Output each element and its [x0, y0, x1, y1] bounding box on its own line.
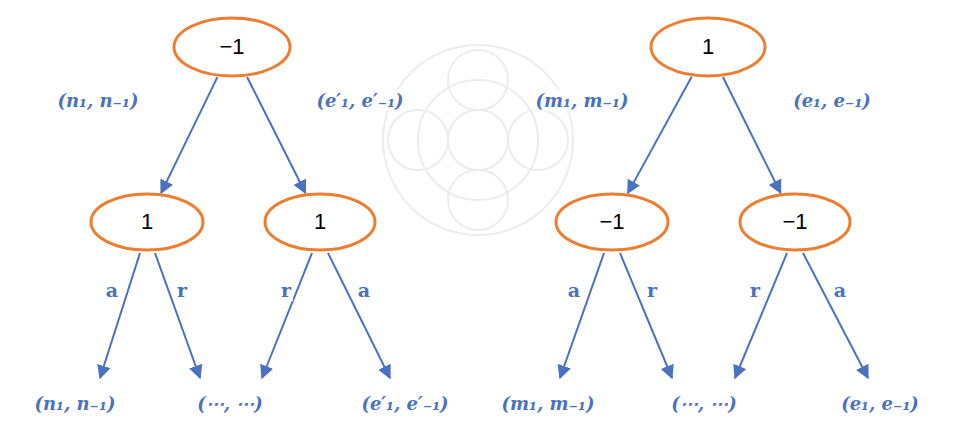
- state-ellipse: −1: [554, 192, 670, 252]
- action-arrow: [328, 253, 390, 378]
- action-label: a: [104, 279, 120, 301]
- payoff-label: (e′₁, e′₋₁): [359, 393, 450, 414]
- action-label: r: [748, 279, 762, 301]
- move-arrow: [161, 77, 217, 193]
- action-arrow: [155, 253, 200, 378]
- action-label: a: [356, 279, 372, 301]
- action-arrow: [100, 253, 140, 378]
- payoff-label: (e′₁, e′₋₁): [314, 90, 405, 111]
- player-number: 1: [141, 209, 153, 235]
- player-number: −1: [782, 209, 807, 235]
- payoff-label: (⋯, ⋯): [669, 393, 739, 414]
- player-number: −1: [219, 34, 244, 60]
- action-label: r: [645, 279, 659, 301]
- state-ellipse: −1: [172, 16, 292, 78]
- player-number: 1: [314, 209, 326, 235]
- move-arrow: [628, 77, 692, 193]
- payoff-label: (m₁, m₋₁): [534, 90, 631, 111]
- action-arrows: [100, 253, 868, 378]
- move-arrow: [247, 77, 305, 193]
- state-ellipse: 1: [649, 16, 767, 78]
- action-arrow: [735, 253, 787, 378]
- action-label: r: [175, 279, 189, 301]
- move-arrow: [723, 77, 781, 193]
- action-label: r: [279, 279, 293, 301]
- action-arrow: [620, 253, 672, 378]
- action-label: a: [832, 279, 848, 301]
- payoff-label: (n₁, n₋₁): [32, 393, 117, 414]
- state-ellipse: 1: [89, 192, 205, 252]
- action-arrow: [262, 253, 312, 378]
- payoff-label: (n₁, n₋₁): [55, 90, 140, 111]
- action-arrow: [803, 253, 868, 378]
- action-arrow: [560, 253, 604, 378]
- watermark: [383, 45, 573, 235]
- payoff-label: (⋯, ⋯): [195, 393, 265, 414]
- player-number: −1: [599, 209, 624, 235]
- state-ellipse: 1: [263, 192, 377, 252]
- payoff-label: (e₁, e₋₁): [791, 90, 873, 111]
- payoff-label: (e₁, e₋₁): [839, 393, 921, 414]
- payoff-label: (m₁, m₋₁): [500, 393, 597, 414]
- state-ellipse: −1: [738, 192, 852, 252]
- player-number: 1: [702, 34, 714, 60]
- action-label: a: [566, 279, 582, 301]
